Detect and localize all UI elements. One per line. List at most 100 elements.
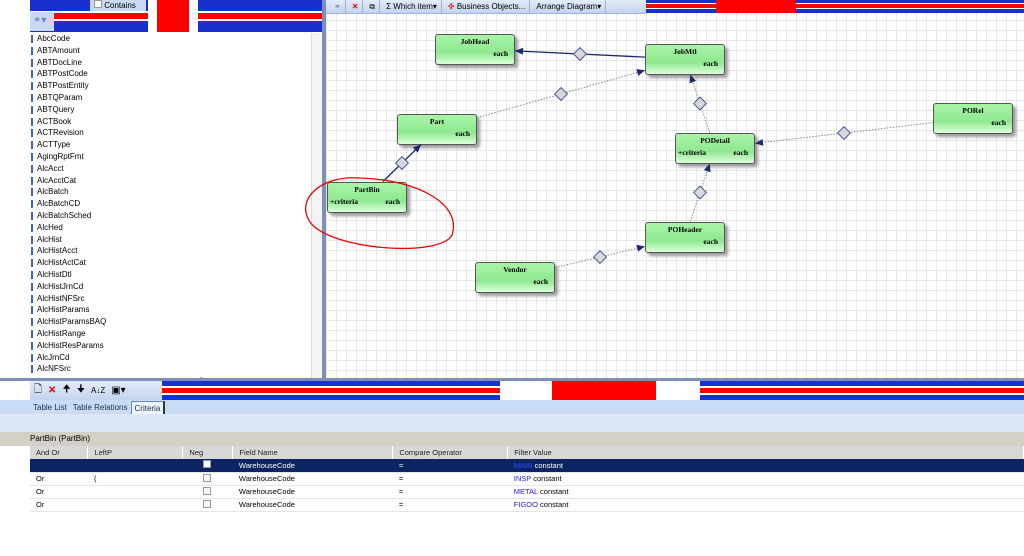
table-list-item[interactable]: ACTType [30, 139, 310, 151]
column-header[interactable]: LeftP [87, 446, 184, 459]
table-list-item[interactable]: ACTBook [30, 116, 310, 128]
table-list-item[interactable]: AlcNFSrc [30, 363, 310, 375]
table-list-item[interactable]: AlcHistActCat [30, 257, 310, 269]
contains-option[interactable]: Contains [90, 0, 146, 11]
table-list-item[interactable]: ACTRevision [30, 127, 310, 139]
down-arrow-icon[interactable]: 🠋 [76, 384, 85, 395]
table-list-item[interactable]: AlcJrnCd [30, 352, 310, 364]
tab-table-relations[interactable]: Table Relations [72, 403, 128, 412]
neg-checkbox[interactable] [202, 460, 211, 469]
node-criteria[interactable]: +criteria [330, 197, 359, 206]
table-list-item[interactable]: AlcHistRange [30, 328, 310, 340]
neg-checkbox[interactable] [202, 473, 211, 482]
filter-value-cell[interactable]: INSP constant [507, 472, 1024, 486]
node-each: each [991, 118, 1006, 127]
table-list-item[interactable]: ABTQParam [30, 92, 310, 104]
node-criteria[interactable]: +criteria [678, 148, 707, 157]
and-or-cell[interactable]: Or [30, 472, 88, 486]
table-list-item[interactable]: AlcAcctCat [30, 175, 310, 187]
filter-value: FIGOO [513, 500, 538, 509]
compare-operator-cell[interactable]: = [392, 459, 508, 473]
business-objects-button[interactable]: ✤ Business Objects... [444, 0, 531, 13]
link-icon[interactable]: ⚭ [330, 0, 346, 13]
compare-operator-cell[interactable]: = [392, 498, 508, 512]
tab-table-list[interactable]: Table List [33, 403, 67, 412]
table-list-item[interactable]: ABTDocLine [30, 57, 310, 69]
tab-criteria[interactable]: Criteria [130, 401, 166, 414]
filter-value-cell[interactable]: MAIN constant [507, 459, 1024, 473]
flag-banner-top [646, 0, 1024, 13]
table-list-item[interactable]: AlcAcct [30, 163, 310, 175]
new-icon[interactable]: 🗋 [34, 384, 43, 395]
compare-operator-cell[interactable]: = [392, 472, 508, 486]
neg-checkbox[interactable] [202, 486, 211, 495]
table-list-item[interactable]: AbcCode [30, 33, 310, 45]
table-list-item[interactable]: ABTPostCode [30, 68, 310, 80]
sort-az-icon[interactable]: A↓Z [91, 386, 106, 395]
criteria-row[interactable]: Or ( WarehouseCode = INSP constant [30, 472, 1024, 486]
table-list-item[interactable]: AlcHistParams [30, 304, 310, 316]
arrange-diagram-button[interactable]: Arrange Diagram▾ [532, 0, 607, 13]
neg-checkbox[interactable] [202, 499, 211, 508]
field-name-cell[interactable]: WarehouseCode [232, 498, 393, 512]
criteria-row[interactable]: Or WarehouseCode = METAL constant [30, 485, 1024, 499]
compare-operator-cell[interactable]: = [392, 485, 508, 499]
field-name-cell[interactable]: WarehouseCode [232, 472, 393, 486]
field-name-cell[interactable]: WarehouseCode [232, 459, 393, 473]
filter-value-cell[interactable]: METAL constant [507, 485, 1024, 499]
list-scrollbar[interactable] [311, 33, 322, 378]
properties-icon[interactable]: ▣▾ [111, 385, 126, 396]
table-list-item[interactable]: AlcHistResParams [30, 340, 310, 352]
criteria-row[interactable]: WarehouseCode = MAIN constant [30, 459, 1024, 473]
link-dropdown-button[interactable]: ⚭▾ [30, 12, 54, 31]
horizontal-splitter[interactable] [0, 378, 1024, 381]
delete-x-icon[interactable]: ✕ [348, 0, 364, 13]
delete-icon[interactable]: ✕ [48, 385, 57, 396]
leftp-cell[interactable] [87, 459, 183, 473]
up-arrow-icon[interactable]: 🠉 [62, 384, 71, 395]
table-list-item[interactable]: AlcHistJrnCd [30, 281, 310, 293]
table-list-item[interactable]: AlcHist [30, 234, 310, 246]
contains-checkbox[interactable] [94, 0, 102, 8]
table-list-item[interactable]: ABTAmount [30, 45, 310, 57]
leftp-cell[interactable]: ( [87, 472, 183, 486]
copy-icon[interactable]: ⧉ [365, 0, 381, 13]
column-header[interactable]: Compare Operator [392, 446, 509, 459]
table-list-item[interactable]: AlcHistAcct [30, 245, 310, 257]
table-list-item[interactable]: AlcHistNFSrc [30, 293, 310, 305]
column-header[interactable]: And Or [30, 446, 89, 459]
and-or-cell[interactable]: Or [30, 485, 88, 499]
table-list-item[interactable]: AlcHed [30, 222, 310, 234]
table-list-item[interactable]: AlcBatch [30, 186, 310, 198]
leftp-cell[interactable] [87, 485, 183, 499]
table-list-item[interactable]: AlcBatchSched [30, 210, 310, 222]
and-or-cell[interactable]: Or [30, 498, 88, 512]
table-list-item[interactable]: AlcBatchCD [30, 198, 310, 210]
table-list-item[interactable]: ABTPostEntity [30, 80, 310, 92]
which-item-button[interactable]: Σ Which item▾ [382, 0, 442, 13]
table-list-item[interactable]: ABTQuery [30, 104, 310, 116]
table-list-item[interactable]: AlcHistDtl [30, 269, 310, 281]
and-or-cell[interactable] [30, 459, 88, 473]
column-header[interactable]: Neg [182, 446, 234, 459]
leftp-cell[interactable] [87, 498, 183, 512]
criteria-row[interactable]: Or WarehouseCode = FIGOO constant [30, 498, 1024, 512]
filter-value-cell[interactable]: FIGOO constant [507, 498, 1024, 512]
table-list-item[interactable]: AgingRptFmt [30, 151, 310, 163]
business-objects-icon: ✤ [447, 2, 455, 11]
column-header[interactable]: Field Name [232, 446, 394, 459]
column-header[interactable]: Filter Value [507, 446, 1024, 459]
field-name-cell[interactable]: WarehouseCode [232, 485, 393, 499]
table-list-item[interactable]: AlcHistParamsBAQ [30, 316, 310, 328]
